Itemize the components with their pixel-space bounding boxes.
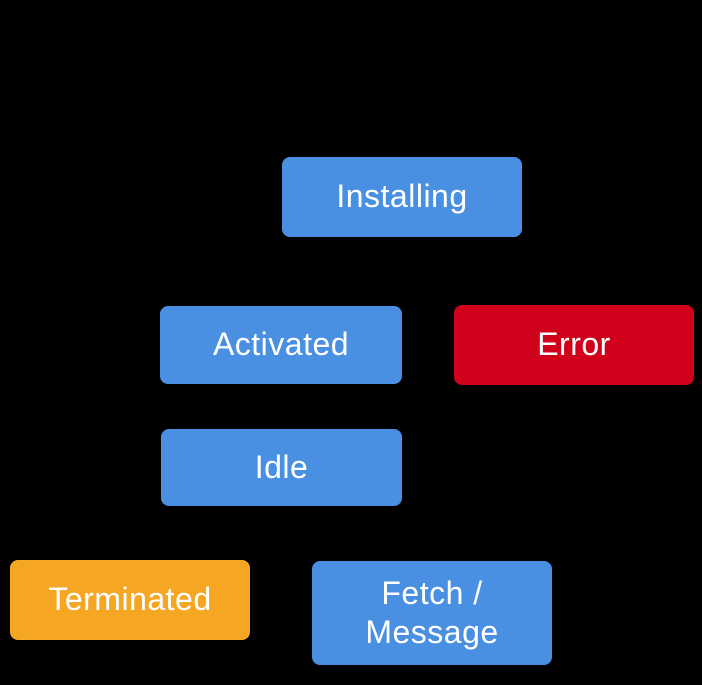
state-label-installing: Installing: [336, 178, 468, 215]
state-label-fetch-message-line1: Fetch /: [381, 574, 483, 611]
state-node-terminated: Terminated: [10, 560, 250, 640]
state-node-idle: Idle: [161, 429, 402, 506]
state-node-installing: Installing: [282, 157, 522, 237]
state-label-error: Error: [537, 326, 611, 363]
state-node-fetch-message: Fetch / Message: [312, 561, 552, 665]
state-label-fetch-message-line2: Message: [365, 614, 499, 650]
state-node-activated: Activated: [160, 306, 402, 384]
state-label-terminated: Terminated: [48, 581, 212, 618]
state-label-idle: Idle: [254, 448, 309, 485]
state-node-error: Error: [454, 305, 694, 385]
state-label-activated: Activated: [212, 326, 350, 363]
